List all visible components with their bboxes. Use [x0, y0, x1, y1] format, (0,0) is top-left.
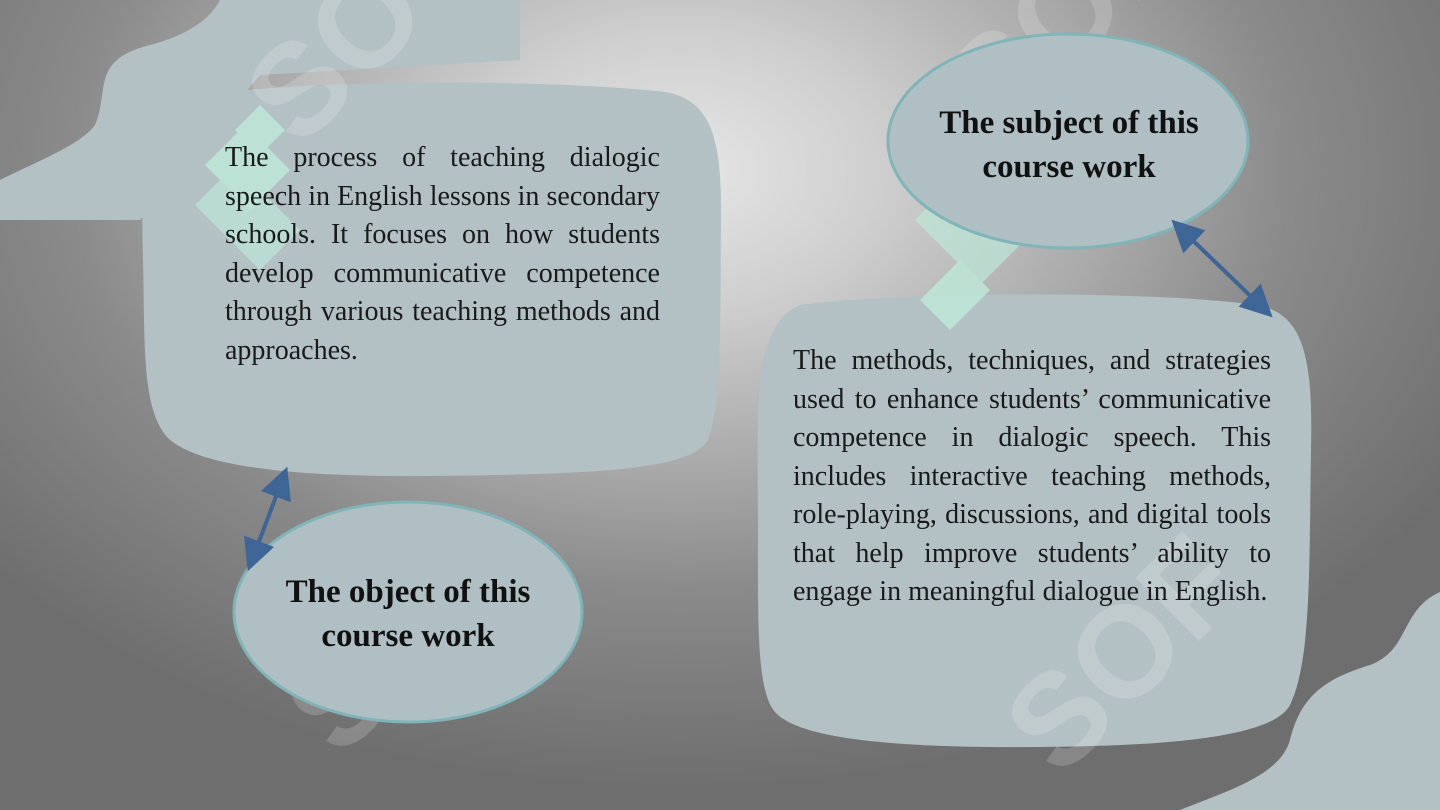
- background-blob-top-left: [0, 0, 520, 220]
- subject-connector-arrow: [1171, 219, 1273, 318]
- subject-oval: [886, 32, 1250, 250]
- object-label: The object of this course work: [285, 574, 531, 654]
- background-blob-bottom-right: [1180, 592, 1440, 810]
- object-oval: [232, 500, 584, 724]
- object-description-bubble: [142, 82, 722, 477]
- subject-description-bubble: [757, 294, 1312, 748]
- subject-description: The methods, techniques, and strategies …: [793, 345, 1271, 607]
- object-connector-arrow: [244, 466, 291, 572]
- subject-label: The subject of this course work: [939, 105, 1199, 185]
- object-description: The process of teaching dialogic speech …: [225, 142, 660, 366]
